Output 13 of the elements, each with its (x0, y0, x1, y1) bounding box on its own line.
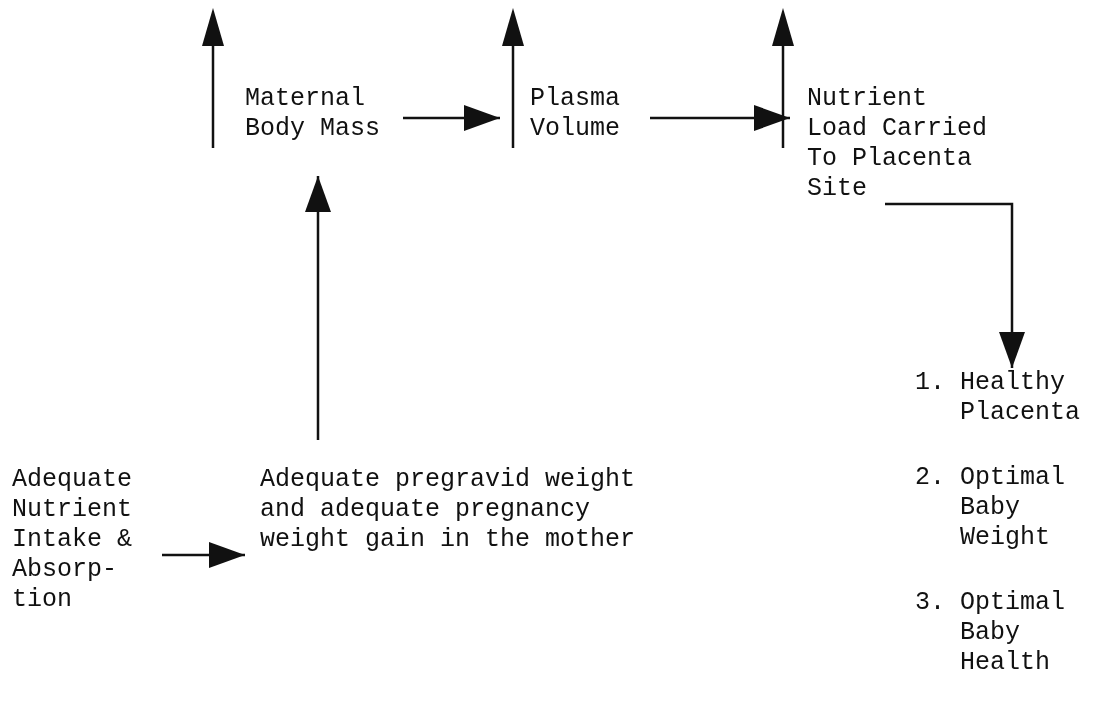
node-text: Adequate pregravid weight and adequate pregnancy weight gain in the mother (260, 465, 637, 555)
arrow (650, 105, 790, 131)
node-text: Plasma Volume (530, 84, 621, 144)
arrow (162, 542, 245, 568)
node-text: Adequate Nutrient Intake & Absorp- tion (12, 465, 134, 615)
node-text: Maternal Body Mass (245, 84, 382, 144)
outcome-item: 3. Optimal Baby Health (915, 588, 1067, 678)
node-text: Nutrient Load Carried To Placenta Site (807, 84, 989, 204)
arrow (885, 202, 1025, 368)
arrow (403, 105, 500, 131)
outcome-item: 2. Optimal Baby Weight (915, 463, 1067, 553)
outcome-item: 1. Healthy Placenta (915, 368, 1082, 428)
arrow (305, 176, 331, 440)
